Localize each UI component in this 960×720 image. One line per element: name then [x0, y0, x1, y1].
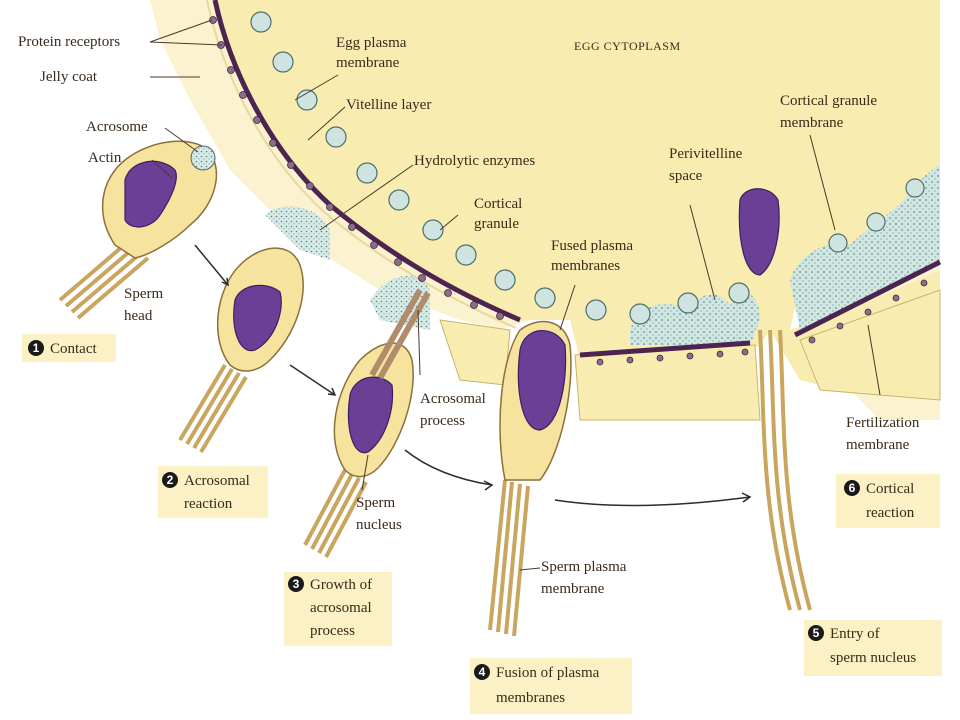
step-3: 3 Growth of acrosomal process — [284, 572, 392, 646]
label-fused-plasma-2: membranes — [551, 258, 620, 274]
process-arrows — [194, 244, 752, 507]
leader-lines — [149, 19, 881, 571]
step-4-line-1: Fusion of plasma — [496, 665, 600, 681]
step-4: 4 Fusion of plasma membranes — [470, 658, 632, 714]
egg-plasma-membrane-mid — [579, 340, 751, 358]
label-perivitelline-1: Perivitelline — [669, 146, 743, 162]
egg-cytoplasm-region — [215, 0, 940, 400]
label-hydrolytic-enzymes: Hydrolytic enzymes — [414, 153, 535, 169]
sperm-4 — [488, 320, 572, 637]
step-3-line-2: acrosomal — [310, 600, 372, 616]
label-fertilization-membrane-2: membrane — [846, 437, 910, 453]
label-sperm-nucleus-2: nucleus — [356, 517, 402, 533]
step-1-line-1: Contact — [50, 341, 97, 357]
label-cortical-granule-membrane-2: membrane — [780, 115, 844, 131]
label-acrosome: Acrosome — [86, 119, 148, 135]
label-egg-plasma-membrane-1: Egg plasma — [336, 35, 407, 51]
perivitelline-space — [630, 293, 760, 345]
sperm-3 — [303, 288, 431, 558]
step-2: 2 Acrosomal reaction — [158, 466, 268, 518]
step-1: 1 Contact — [22, 334, 116, 362]
label-cortical-granule-1: Cortical — [474, 196, 522, 212]
cortical-granules — [250, 11, 925, 325]
step-5-line-2: sperm nucleus — [830, 650, 916, 666]
step-6-line-2: reaction — [866, 505, 915, 521]
label-jelly-coat: Jelly coat — [40, 69, 98, 85]
sperm-1 — [58, 140, 218, 320]
cortical-reaction-region — [790, 165, 940, 330]
label-fertilization-membrane-1: Fertilization — [846, 415, 920, 431]
label-sperm-plasma-membrane-1: Sperm plasma — [541, 559, 627, 575]
step-5: 5 Entry of sperm nucleus — [804, 620, 942, 676]
label-vitelline-layer: Vitelline layer — [346, 97, 431, 113]
label-sperm-nucleus-1: Sperm — [356, 495, 395, 511]
step-2-line-1: Acrosomal — [184, 473, 250, 489]
label-acrosomal-process-1: Acrosomal — [420, 391, 486, 407]
step-6-line-1: Cortical — [866, 481, 914, 497]
label-actin: Actin — [88, 150, 122, 166]
step-6: 6 Cortical reaction — [836, 474, 940, 528]
label-cortical-granule-membrane-1: Cortical granule — [780, 93, 877, 109]
label-sperm-head-2: head — [124, 308, 153, 324]
sperm-2 — [178, 247, 304, 454]
label-acrosomal-process-2: process — [420, 413, 465, 429]
step-2-line-2: reaction — [184, 496, 233, 512]
step-3-line-1: Growth of — [310, 577, 372, 593]
label-fused-plasma-1: Fused plasma — [551, 238, 633, 254]
step-6-number: 6 — [849, 481, 856, 495]
label-egg-plasma-membrane-2: membrane — [336, 55, 400, 71]
label-sperm-plasma-membrane-2: membrane — [541, 581, 605, 597]
step-3-number: 3 — [293, 577, 300, 591]
step-4-line-2: membranes — [496, 690, 565, 706]
cytoplasm-lower-left — [439, 319, 511, 386]
diagram-labels: Protein receptors Jelly coat Acrosome Ac… — [18, 34, 920, 597]
enzyme-cloud — [265, 206, 330, 260]
cytoplasm-lower-right — [799, 289, 941, 401]
label-protein-receptors: Protein receptors — [18, 34, 120, 50]
step-4-number: 4 — [479, 665, 486, 679]
sperm-5 — [738, 188, 812, 611]
step-1-number: 1 — [33, 341, 40, 355]
egg-plasma-membrane-right — [793, 259, 942, 338]
step-3-line-3: process — [310, 623, 355, 639]
cytoplasm-lower-mid — [574, 344, 761, 421]
label-cortical-granule-2: granule — [474, 216, 519, 232]
step-2-number: 2 — [167, 473, 174, 487]
label-perivitelline-2: space — [669, 168, 703, 184]
step-5-number: 5 — [813, 626, 820, 640]
label-sperm-head-1: Sperm — [124, 286, 163, 302]
step-5-line-1: Entry of — [830, 626, 880, 642]
label-egg-cytoplasm: EGG CYTOPLASM — [574, 39, 681, 53]
